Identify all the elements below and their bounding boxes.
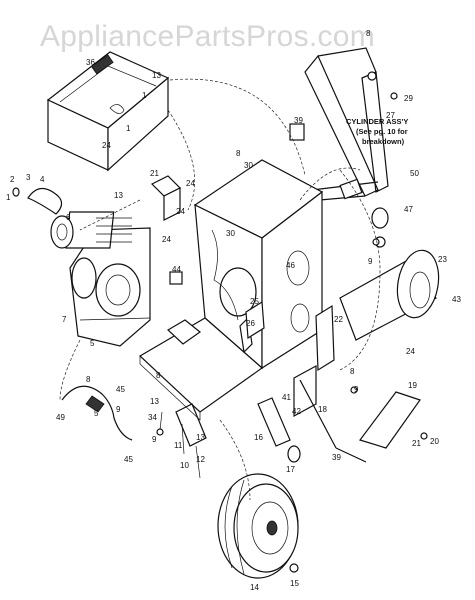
callout-13: 13 xyxy=(114,191,123,200)
pulley-belt xyxy=(12,187,74,249)
discharge-chute xyxy=(339,249,440,341)
fasteners xyxy=(156,92,428,479)
callout-20: 20 xyxy=(430,437,439,446)
callout-21: 21 xyxy=(150,169,159,178)
callout-39: 39 xyxy=(332,453,341,462)
callout-8: 8 xyxy=(236,149,241,158)
callout-9: 9 xyxy=(354,385,359,394)
small-brackets xyxy=(150,123,421,449)
callout-21: 21 xyxy=(412,439,421,448)
callout-24: 24 xyxy=(176,207,185,216)
callout-42: 42 xyxy=(292,407,301,416)
callout-13: 13 xyxy=(196,433,205,442)
part-callouts: 36 13 1 1 24 8 29 27 39 2 3 4 1 6 13 21 … xyxy=(6,29,461,592)
callout-11: 11 xyxy=(174,441,183,450)
throttle-cable xyxy=(61,385,133,441)
hopper-cover xyxy=(46,51,170,172)
callout-19: 19 xyxy=(408,381,417,390)
callout-13: 13 xyxy=(150,397,159,406)
callout-16: 16 xyxy=(254,433,263,442)
callout-45: 45 xyxy=(116,385,125,394)
callout-30: 30 xyxy=(226,229,235,238)
callout-49: 49 xyxy=(56,413,65,422)
leader-lines xyxy=(59,78,381,501)
note-line-1: CYLINDER ASS'Y xyxy=(346,117,408,126)
callout-1: 1 xyxy=(126,124,131,133)
callout-3: 3 xyxy=(26,173,31,182)
callout-9: 9 xyxy=(116,405,121,414)
callout-14: 14 xyxy=(250,583,259,592)
callout-24: 24 xyxy=(186,179,195,188)
callout-44: 44 xyxy=(172,265,181,274)
callout-24: 24 xyxy=(162,235,171,244)
callout-47: 47 xyxy=(404,205,413,214)
callout-50: 50 xyxy=(410,169,419,178)
cylinder-assembly-note: CYLINDER ASS'Y (See pg. 10 for breakdown… xyxy=(346,117,408,146)
callout-15: 15 xyxy=(290,579,299,588)
callout-4: 4 xyxy=(40,175,45,184)
engine-assembly xyxy=(65,211,151,347)
watermark-text: AppliancePartsPros.com xyxy=(40,20,375,53)
callout-18: 18 xyxy=(318,405,327,414)
callout-6: 6 xyxy=(66,213,71,222)
callout-13: 13 xyxy=(152,71,161,80)
callout-25: 25 xyxy=(250,297,259,306)
callout-36: 36 xyxy=(86,58,95,67)
callout-9: 9 xyxy=(368,257,373,266)
callout-2: 2 xyxy=(10,175,15,184)
callout-43: 43 xyxy=(452,295,461,304)
callout-8: 8 xyxy=(350,367,355,376)
callout-17: 17 xyxy=(286,465,295,474)
callout-41: 41 xyxy=(282,393,291,402)
callout-24: 24 xyxy=(406,347,415,356)
callout-23: 23 xyxy=(438,255,447,264)
callout-24: 24 xyxy=(102,141,111,150)
callout-12: 12 xyxy=(196,455,205,464)
callout-46: 46 xyxy=(286,261,295,270)
callout-7: 7 xyxy=(62,315,67,324)
callout-5: 5 xyxy=(94,409,99,418)
callout-27: 27 xyxy=(386,111,395,120)
callout-34: 34 xyxy=(148,413,157,422)
base-plate xyxy=(139,317,263,421)
callout-8: 8 xyxy=(156,371,161,380)
callout-45: 45 xyxy=(124,455,133,464)
callout-1: 1 xyxy=(142,91,147,100)
callout-26: 26 xyxy=(246,319,255,328)
callout-9: 9 xyxy=(152,435,157,444)
callout-22: 22 xyxy=(334,315,343,324)
callout-29: 29 xyxy=(404,94,413,103)
callout-30: 30 xyxy=(244,161,253,170)
wheel xyxy=(217,473,299,579)
note-line-3: breakdown) xyxy=(362,137,405,146)
callout-8: 8 xyxy=(86,375,91,384)
callout-10: 10 xyxy=(180,461,189,470)
callout-39: 39 xyxy=(294,116,303,125)
callout-1: 1 xyxy=(6,193,11,202)
note-line-2: (See pg. 10 for xyxy=(356,127,408,136)
axle-parts xyxy=(257,379,367,463)
callout-8: 8 xyxy=(366,29,371,38)
callout-5: 5 xyxy=(90,339,95,348)
